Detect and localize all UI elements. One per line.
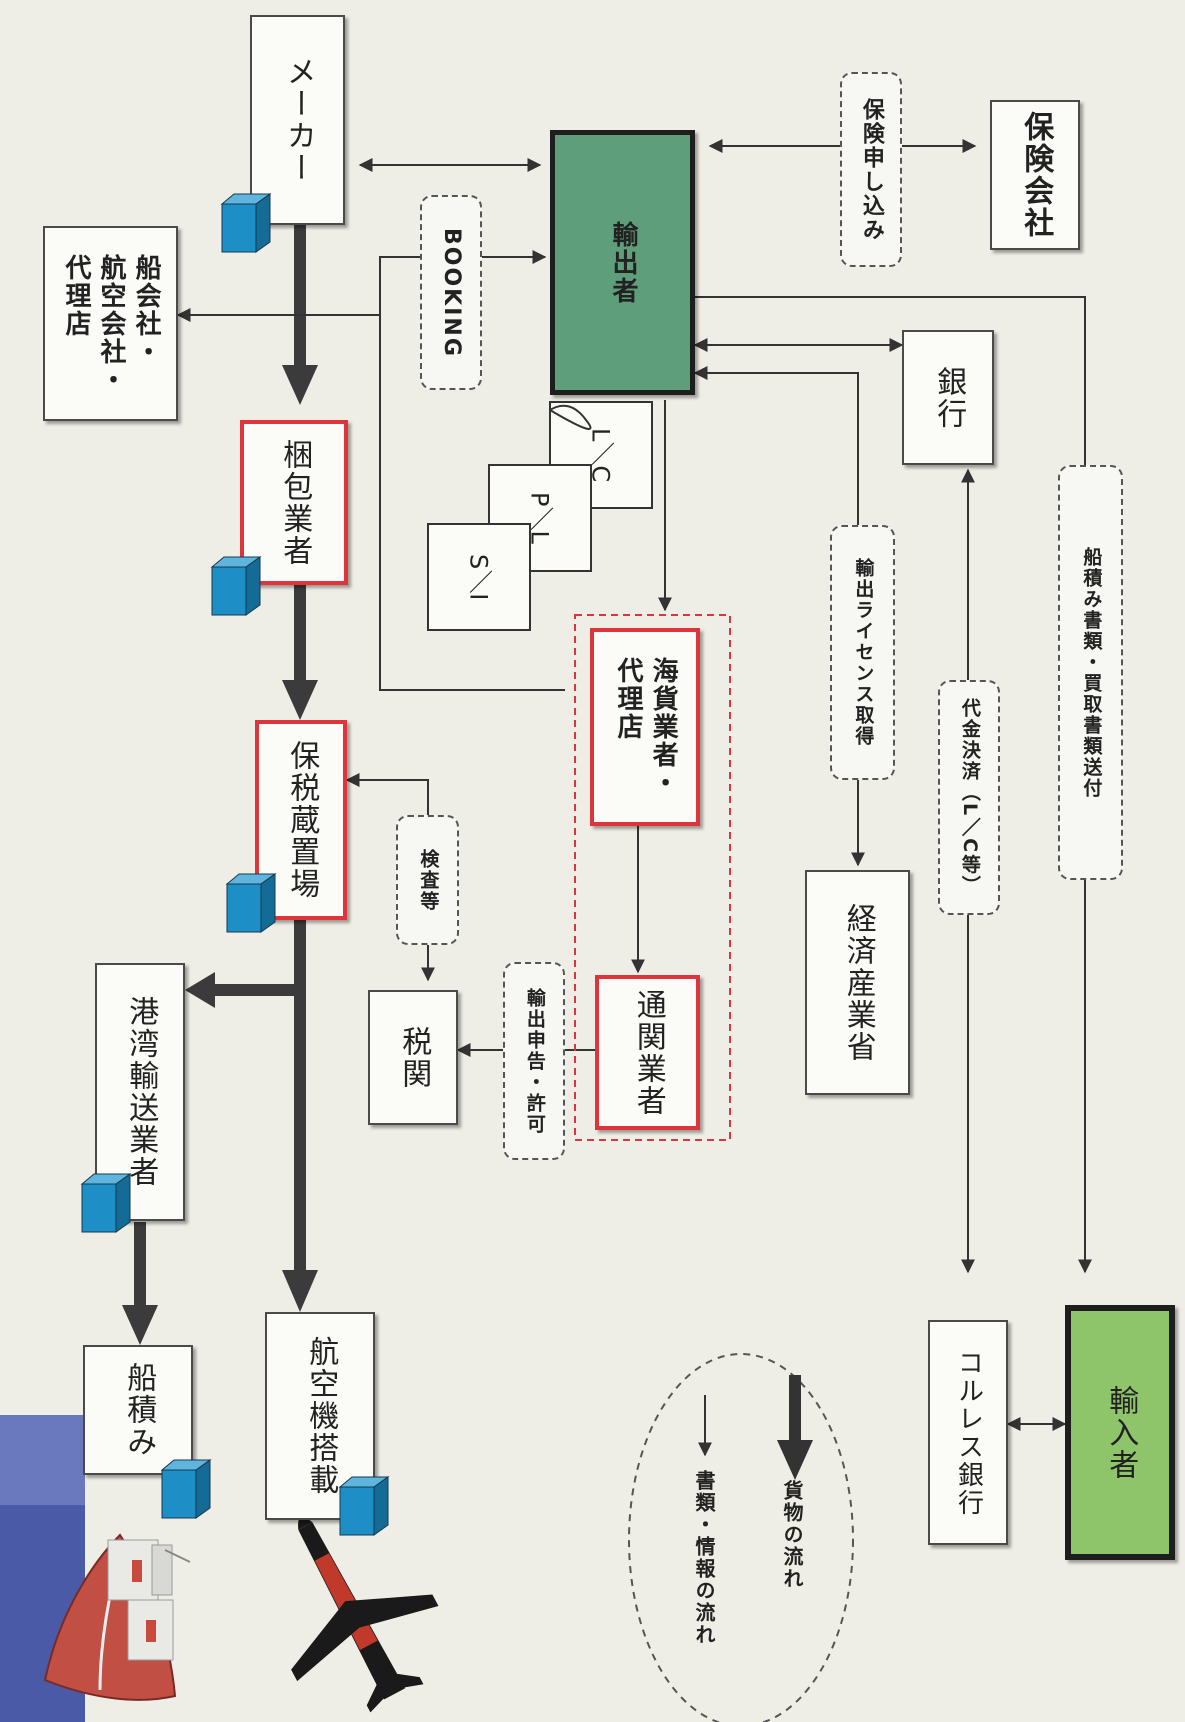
ship-illustration <box>0 1415 191 1722</box>
label-export-license: 輸出ライセンス取得 <box>830 525 895 780</box>
cargo-cube-icon <box>220 193 272 253</box>
node-bank: 銀行 <box>902 330 994 465</box>
airplane-illustration <box>291 1516 439 1713</box>
node-importer: 輸入者 <box>1065 1305 1175 1560</box>
cargo-cube-icon <box>210 556 262 616</box>
cargo-cube-icon <box>338 1476 390 1536</box>
legend-frame <box>628 1353 854 1722</box>
node-forwarder: 海貨業者・ 代理店 <box>590 628 700 826</box>
label-inspection: 検査等 <box>396 815 459 945</box>
node-exporter: 輸出者 <box>550 130 695 395</box>
legend-info-flow-label: 書類・情報の流れ <box>692 1470 716 1646</box>
node-customs: 税関 <box>368 990 458 1125</box>
legend-cargo-flow-label: 貨物の流れ <box>780 1480 804 1590</box>
cargo-cube-icon <box>160 1459 212 1519</box>
node-insurance-company: 保険会社 <box>990 100 1080 250</box>
cargo-cube-icon <box>80 1173 132 1233</box>
label-insurance-apply: 保険申し込み <box>840 72 902 267</box>
node-shipping-company: 船会社・ 航空会社・ 代理店 <box>43 226 178 421</box>
node-aircraft-loading: 航空機搭載 <box>265 1312 375 1520</box>
node-correspondent-bank: コルレス銀行 <box>928 1320 1008 1545</box>
node-packing: 梱包業者 <box>240 420 348 585</box>
label-export-declaration: 輸出申告・許可 <box>503 962 565 1160</box>
node-customs-broker: 通関業者 <box>595 975 700 1130</box>
label-payment: 代金決済（L／C等） <box>938 680 1000 915</box>
node-maker: メーカー <box>250 15 345 225</box>
document-si: S／I <box>426 522 532 632</box>
label-booking: BOOKING <box>420 195 482 390</box>
cargo-cube-icon <box>225 873 277 933</box>
node-ship-loading: 船積み <box>83 1345 193 1475</box>
legend-cargo-arrow <box>777 1375 813 1480</box>
label-shipping-documents: 船積み書類・買取書類送付 <box>1058 465 1123 880</box>
node-meti: 経済産業省 <box>805 870 910 1095</box>
forwarder-broker-group <box>574 614 731 1141</box>
